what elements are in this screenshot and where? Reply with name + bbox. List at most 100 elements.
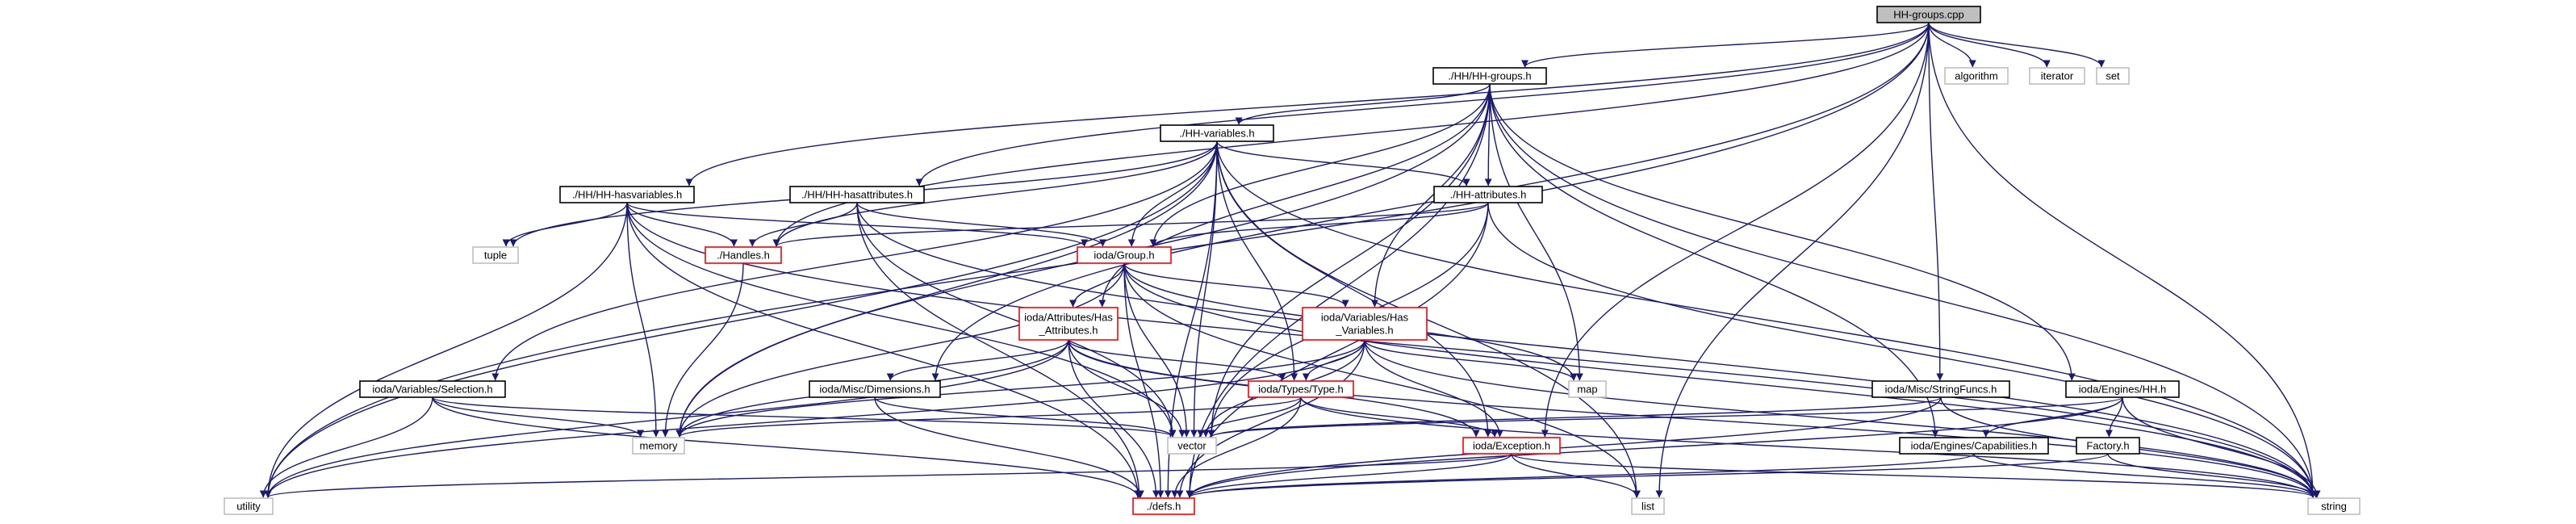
edge-attr_has_attributes_h-to-utility: [264, 339, 1069, 498]
node-box: [472, 246, 519, 264]
edge-var_has_variables_h-to-memory: [675, 339, 1365, 438]
edge-hh_groups_h-to-hh_variables_h: [1235, 83, 1491, 125]
edge-hh_variables_h-to-exception_h: [1216, 140, 1492, 438]
node-label: ./defs.h: [1147, 501, 1181, 513]
node-group-h[interactable]: ioda/Group.h: [1077, 246, 1172, 264]
node-engines-capabilities-h[interactable]: ioda/Engines/Capabilities.h: [1899, 437, 2049, 455]
node-misc-stringfuncs-h[interactable]: ioda/Misc/StringFuncs.h: [1871, 380, 2010, 398]
node-label: ioda/Attributes/Has: [1024, 312, 1113, 324]
edge-hh_groups_h-to-string: [1489, 83, 2317, 498]
node-label: utility: [236, 501, 261, 513]
node-hh-groups-h[interactable]: ./HH/HH-groups.h: [1432, 67, 1547, 85]
node-box: [1132, 497, 1195, 515]
node-exception-h[interactable]: ioda/Exception.h: [1462, 437, 1561, 455]
node-engines-hh-h[interactable]: ioda/Engines/HH.h: [2065, 380, 2180, 398]
edge-layer: [259, 22, 2321, 498]
edge-hh_variables_h-to-utility: [264, 140, 1218, 498]
node-hh-hasvariables-h[interactable]: ./HH/HH-hasvariables.h: [559, 186, 695, 203]
edge-hh_groups_cpp-to-algorithm: [1928, 22, 1976, 68]
edge-types_type_h-to-memory: [675, 396, 1302, 438]
edge-attr_has_attributes_h-to-string: [1068, 339, 2317, 498]
edge-types_type_h-to-exception_h: [1300, 396, 1499, 438]
node-box: [1899, 437, 2049, 455]
edge-attr_has_attributes_h-to-misc_dimensions_h: [886, 339, 1069, 381]
node-hh-attributes-h[interactable]: ./HH-attributes.h: [1433, 186, 1543, 203]
edge-types_type_h-to-vector: [1197, 396, 1302, 438]
edge-attr_has_attributes_h-to-types_type_h: [1068, 339, 1286, 381]
node-box: [632, 437, 685, 455]
edge-hh_groups_h-to-engines_hh_h: [1489, 83, 2076, 381]
node-set: set: [2096, 67, 2130, 85]
node-label: ioda/Engines/Capabilities.h: [1911, 440, 2038, 452]
node-utility: utility: [224, 497, 274, 515]
edge-group_h-to-vector: [1123, 262, 1190, 438]
node-handles-h[interactable]: ./Handles.h: [705, 246, 782, 264]
edge-attr_has_attributes_h-to-vector: [1068, 339, 1186, 438]
edge-types_type_h-to-defs_h: [1171, 396, 1302, 498]
node-box: [789, 186, 925, 203]
node-vector: vector: [1167, 437, 1217, 455]
edge-hh_variables_h-to-string: [1216, 140, 2317, 498]
edge-group_h-to-attr_has_attributes_h: [1069, 262, 1125, 308]
edge-group_h-to-defs_h: [1123, 262, 1165, 498]
edge-var_has_variables_h-to-utility: [264, 339, 1365, 498]
node-list: list: [1631, 497, 1665, 515]
node-label: vector: [1177, 440, 1206, 452]
node-label: ioda/Engines/HH.h: [2079, 384, 2166, 396]
node-box: [1871, 380, 2010, 398]
node-label: list: [1641, 501, 1654, 513]
edge-engines_hh_h-to-string: [2122, 396, 2321, 498]
node-iterator: iterator: [2029, 67, 2085, 85]
edge-hh_variables_h-to-memory: [675, 140, 1218, 438]
edge-exception_h-to-defs_h: [1186, 453, 1512, 498]
edge-var_selection_h-to-vector: [432, 396, 1177, 438]
node-box: [1462, 437, 1561, 455]
edge-hh_groups_h-to-map: [1489, 83, 1583, 381]
edge-engines_hh_h-to-defs_h: [1186, 396, 2123, 498]
node-defs-h[interactable]: ./defs.h: [1132, 497, 1195, 515]
node-hh-variables-h[interactable]: ./HH-variables.h: [1160, 124, 1274, 142]
edge-var_selection_h-to-defs_h: [432, 396, 1142, 498]
edge-hh_groups_cpp-to-list: [1655, 22, 1930, 498]
node-label: ./HH-variables.h: [1179, 128, 1254, 140]
node-label: ioda/Types/Type.h: [1258, 384, 1344, 396]
edge-misc_stringfuncs_h-to-vector: [1207, 396, 1942, 438]
node-algorithm: algorithm: [1944, 67, 2009, 85]
edge-hh_hasvariables_h-to-handles_h: [626, 202, 738, 247]
node-hh-hasattributes-h[interactable]: ./HH/HH-hasattributes.h: [789, 186, 925, 203]
node-types-type-h[interactable]: ioda/Types/Type.h: [1248, 380, 1354, 398]
edge-hh_variables_h-to-var_selection_h: [491, 140, 1218, 381]
edge-engines_hh_h-to-vector: [1207, 396, 2123, 438]
edge-hh_hasvariables_h-to-group_h: [626, 202, 1089, 247]
node-layer: HH-groups.cpp ./HH/HH-groups.h algorithm it…: [224, 6, 2361, 515]
edge-var_has_variables_h-to-exception_h: [1364, 339, 1503, 438]
edge-hh_variables_h-to-vector: [1190, 140, 1218, 438]
edge-hh_attributes_h-to-defs_h: [1186, 202, 1489, 498]
node-box: [1568, 380, 1607, 398]
node-label: ./HH/HH-groups.h: [1448, 70, 1531, 82]
node-misc-dimensions-h[interactable]: ioda/Misc/Dimensions.h: [809, 380, 941, 398]
node-box: [809, 380, 941, 398]
node-box: [1876, 6, 1981, 23]
edge-hh_groups_cpp-to-set: [1928, 22, 2106, 68]
node-box: [559, 186, 695, 203]
edge-factory_h-to-string: [2107, 453, 2320, 498]
node-box: [359, 380, 506, 398]
node-label: string: [2321, 501, 2347, 513]
node-label: tuple: [484, 249, 507, 262]
edge-handles_h-to-memory: [661, 262, 744, 438]
node-label: HH-groups.cpp: [1893, 9, 1963, 21]
edge-hh_groups_h-to-vector: [1207, 83, 1491, 438]
edge-hh_attributes_h-to-string: [1487, 202, 2317, 498]
node-var-has-variables-h[interactable]: ioda/Variables/Has_Variables.h: [1302, 307, 1428, 341]
node-factory-h[interactable]: Factory.h: [2076, 437, 2140, 455]
node-box: [1018, 307, 1119, 341]
node-label: ioda/Exception.h: [1473, 440, 1550, 452]
node-var-selection-h[interactable]: ioda/Variables/Selection.h: [359, 380, 506, 398]
node-hh-groups-cpp[interactable]: HH-groups.cpp: [1876, 6, 1981, 23]
edge-hh_hasattributes_h-to-group_h: [856, 202, 1106, 247]
edge-engines_hh_h-to-engines_capabilities_h: [1982, 396, 2123, 438]
edge-hh_groups_cpp-to-hh_hasvariables_h: [685, 22, 1930, 187]
node-box: [1944, 67, 2009, 85]
node-attr-has-attributes-h[interactable]: ioda/Attributes/Has_Attributes.h: [1018, 307, 1119, 341]
